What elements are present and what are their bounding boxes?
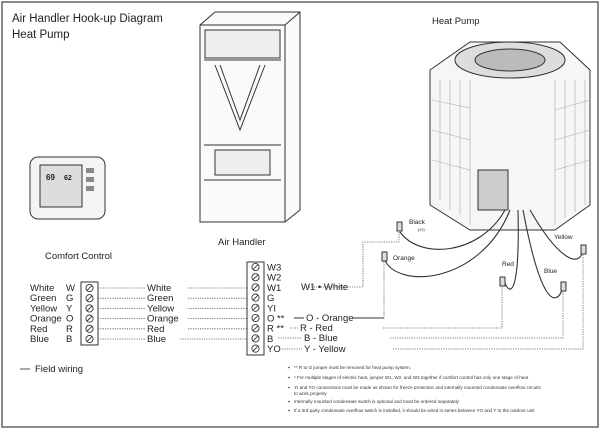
ah-terminal-label: W1 [267,283,281,294]
ah-terminal-label: R ** [267,324,284,335]
cc-terminal-letter: B [66,334,72,345]
note-item: * For multiple stages of electric heat, … [294,375,529,380]
air-handler-illustration [199,11,301,223]
heat-pump-label: Heat Pump [432,16,480,27]
ah-terminal-label: G [267,293,274,304]
output-b-blue: B - Blue [304,333,338,344]
cc-wire-label: Orange [147,314,179,325]
ah-terminal-label: O ** [267,314,285,325]
wire-label-blue: Blue [544,268,557,275]
cc-terminal-letter: O [66,314,73,325]
cc-wire-label: Red [147,324,164,335]
comfort-control-label: Comfort Control [45,251,112,262]
cc-terminal-letter: R [66,324,73,335]
wire-label-black-sub: (X2) [418,228,425,232]
cc-terminal-letter: W [66,283,75,294]
ah-terminal-label: B [267,334,273,345]
cc-wire-label: Yellow [147,303,174,314]
cc-wire-color: White [30,283,54,294]
cc-terminal-letter: Y [66,303,73,314]
note-item: ** R to O jumper must be removed for hea… [294,365,411,370]
cc-wire-label: Blue [147,334,166,345]
ah-terminal-label: W3 [267,263,281,274]
thermostat-illustration: 69 62 [29,156,106,220]
wire-label-orange: Orange [393,255,415,262]
cc-wire-label: Green [147,293,173,304]
air-handler-label: Air Handler [218,237,266,248]
output-y-yellow: Y - Yellow [304,344,346,355]
heat-pump-wires: Black (X2) Orange Red Blue Yellow [308,209,587,350]
title-line1: Air Handler Hook-up Diagram [12,13,163,25]
output-r-red: R - Red [300,323,333,334]
wire-label-black: Black [409,219,426,226]
ah-terminal-label: W2 [267,273,281,284]
wire-label-yellow: Yellow [554,234,573,241]
cc-wire-color: Red [30,324,47,335]
note-item: to work properly [294,391,327,396]
cc-wire-color: Green [30,293,56,304]
heat-pump-illustration: Heat Pump [429,16,591,231]
wire-label-red: Red [502,261,514,268]
field-wiring-legend: Field wiring [35,364,83,375]
ah-terminal-label: YO [267,344,281,355]
note-item: Internally mounted condensate switch is … [294,399,460,404]
note-item: If a 3rd party condensate overflow switc… [294,408,535,413]
cc-wire-label: White [147,283,171,294]
output-o-orange: O - Orange [306,313,354,324]
ah-terminal-label: YI [267,303,276,314]
title-line2: Heat Pump [12,29,70,41]
cc-wire-color: Blue [30,334,49,345]
cc-wire-color: Yellow [30,303,57,314]
svg-text:69: 69 [46,173,55,182]
notes-list: ** R to O jumper must be removed for hea… [288,365,542,413]
cc-wire-color: Orange [30,314,62,325]
output-w1-white: W1 • White [301,282,348,293]
svg-text:62: 62 [64,175,72,182]
note-item: YI and YO connections must be made as sh… [294,385,542,390]
cc-terminal-letter: G [66,293,73,304]
